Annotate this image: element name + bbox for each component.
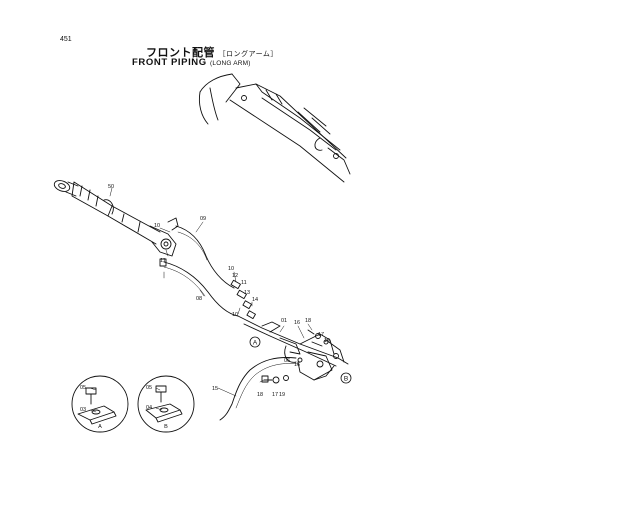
- callout-17b: 17: [272, 392, 278, 398]
- callout-04: 04: [146, 405, 152, 411]
- marker-a-label: A: [253, 340, 258, 347]
- arm-overview-drawing: [198, 73, 351, 183]
- callout-17a: 17: [318, 332, 324, 338]
- title-en-sub: (LONG ARM): [210, 60, 251, 67]
- callout-06: 06: [284, 358, 290, 364]
- fitting-stack: [230, 279, 256, 320]
- callout-11a: 11: [160, 258, 166, 264]
- callout-05b: 05: [146, 385, 152, 391]
- bolt-set-upper: [307, 329, 329, 347]
- detail-b-caption: B: [164, 424, 168, 430]
- pipe-01-bracket: [237, 315, 349, 381]
- callout-50: 50: [108, 184, 114, 190]
- callout-10b: 10: [228, 266, 234, 272]
- bolt-set-lower: [263, 375, 289, 384]
- hose-08: [163, 261, 239, 317]
- callout-19b: 19: [279, 392, 285, 398]
- detail-view-a: [71, 375, 129, 433]
- callout-16b: 16: [294, 362, 300, 368]
- marker-a-circle: [249, 336, 261, 348]
- callout-12: 12: [232, 273, 238, 279]
- detail-view-b: [137, 375, 195, 433]
- callout-18b: 18: [257, 392, 263, 398]
- hose-15: [219, 357, 297, 421]
- arm-cylinder-assembly: [53, 180, 179, 257]
- callout-19a: 19: [324, 338, 330, 344]
- callout-14: 14: [252, 297, 258, 303]
- callout-10a: 10: [154, 223, 160, 229]
- hose-08-fitting: [159, 258, 167, 267]
- callout-09: 09: [200, 216, 206, 222]
- marker-b-label: B: [344, 376, 348, 383]
- callout-08: 08: [196, 296, 202, 302]
- title-jp-sub: ［ロングアーム］: [218, 51, 278, 58]
- callout-01: 01: [281, 318, 287, 324]
- hose-15-clip: [261, 375, 269, 383]
- leader-lines: [89, 187, 313, 413]
- hose-09: [175, 225, 235, 289]
- callout-10c: 10: [232, 312, 238, 318]
- page-number: 451: [60, 36, 72, 43]
- callout-05a: 05: [80, 385, 86, 391]
- title-jp-main: フロント配管: [146, 47, 215, 59]
- title-en-main: FRONT PIPING: [132, 57, 207, 68]
- callout-03: 03: [80, 407, 86, 413]
- callout-18: 18: [305, 318, 311, 324]
- detail-a-caption: A: [98, 424, 102, 430]
- title-english: FRONT PIPING (LONG ARM): [132, 57, 251, 68]
- callout-16a: 16: [294, 320, 300, 326]
- marker-b-circle: [340, 372, 352, 384]
- callout-11b: 11: [241, 280, 247, 286]
- callout-13: 13: [244, 290, 250, 296]
- title-japanese: フロント配管 ［ロングアーム］: [146, 44, 278, 60]
- callout-15: 15: [212, 386, 218, 392]
